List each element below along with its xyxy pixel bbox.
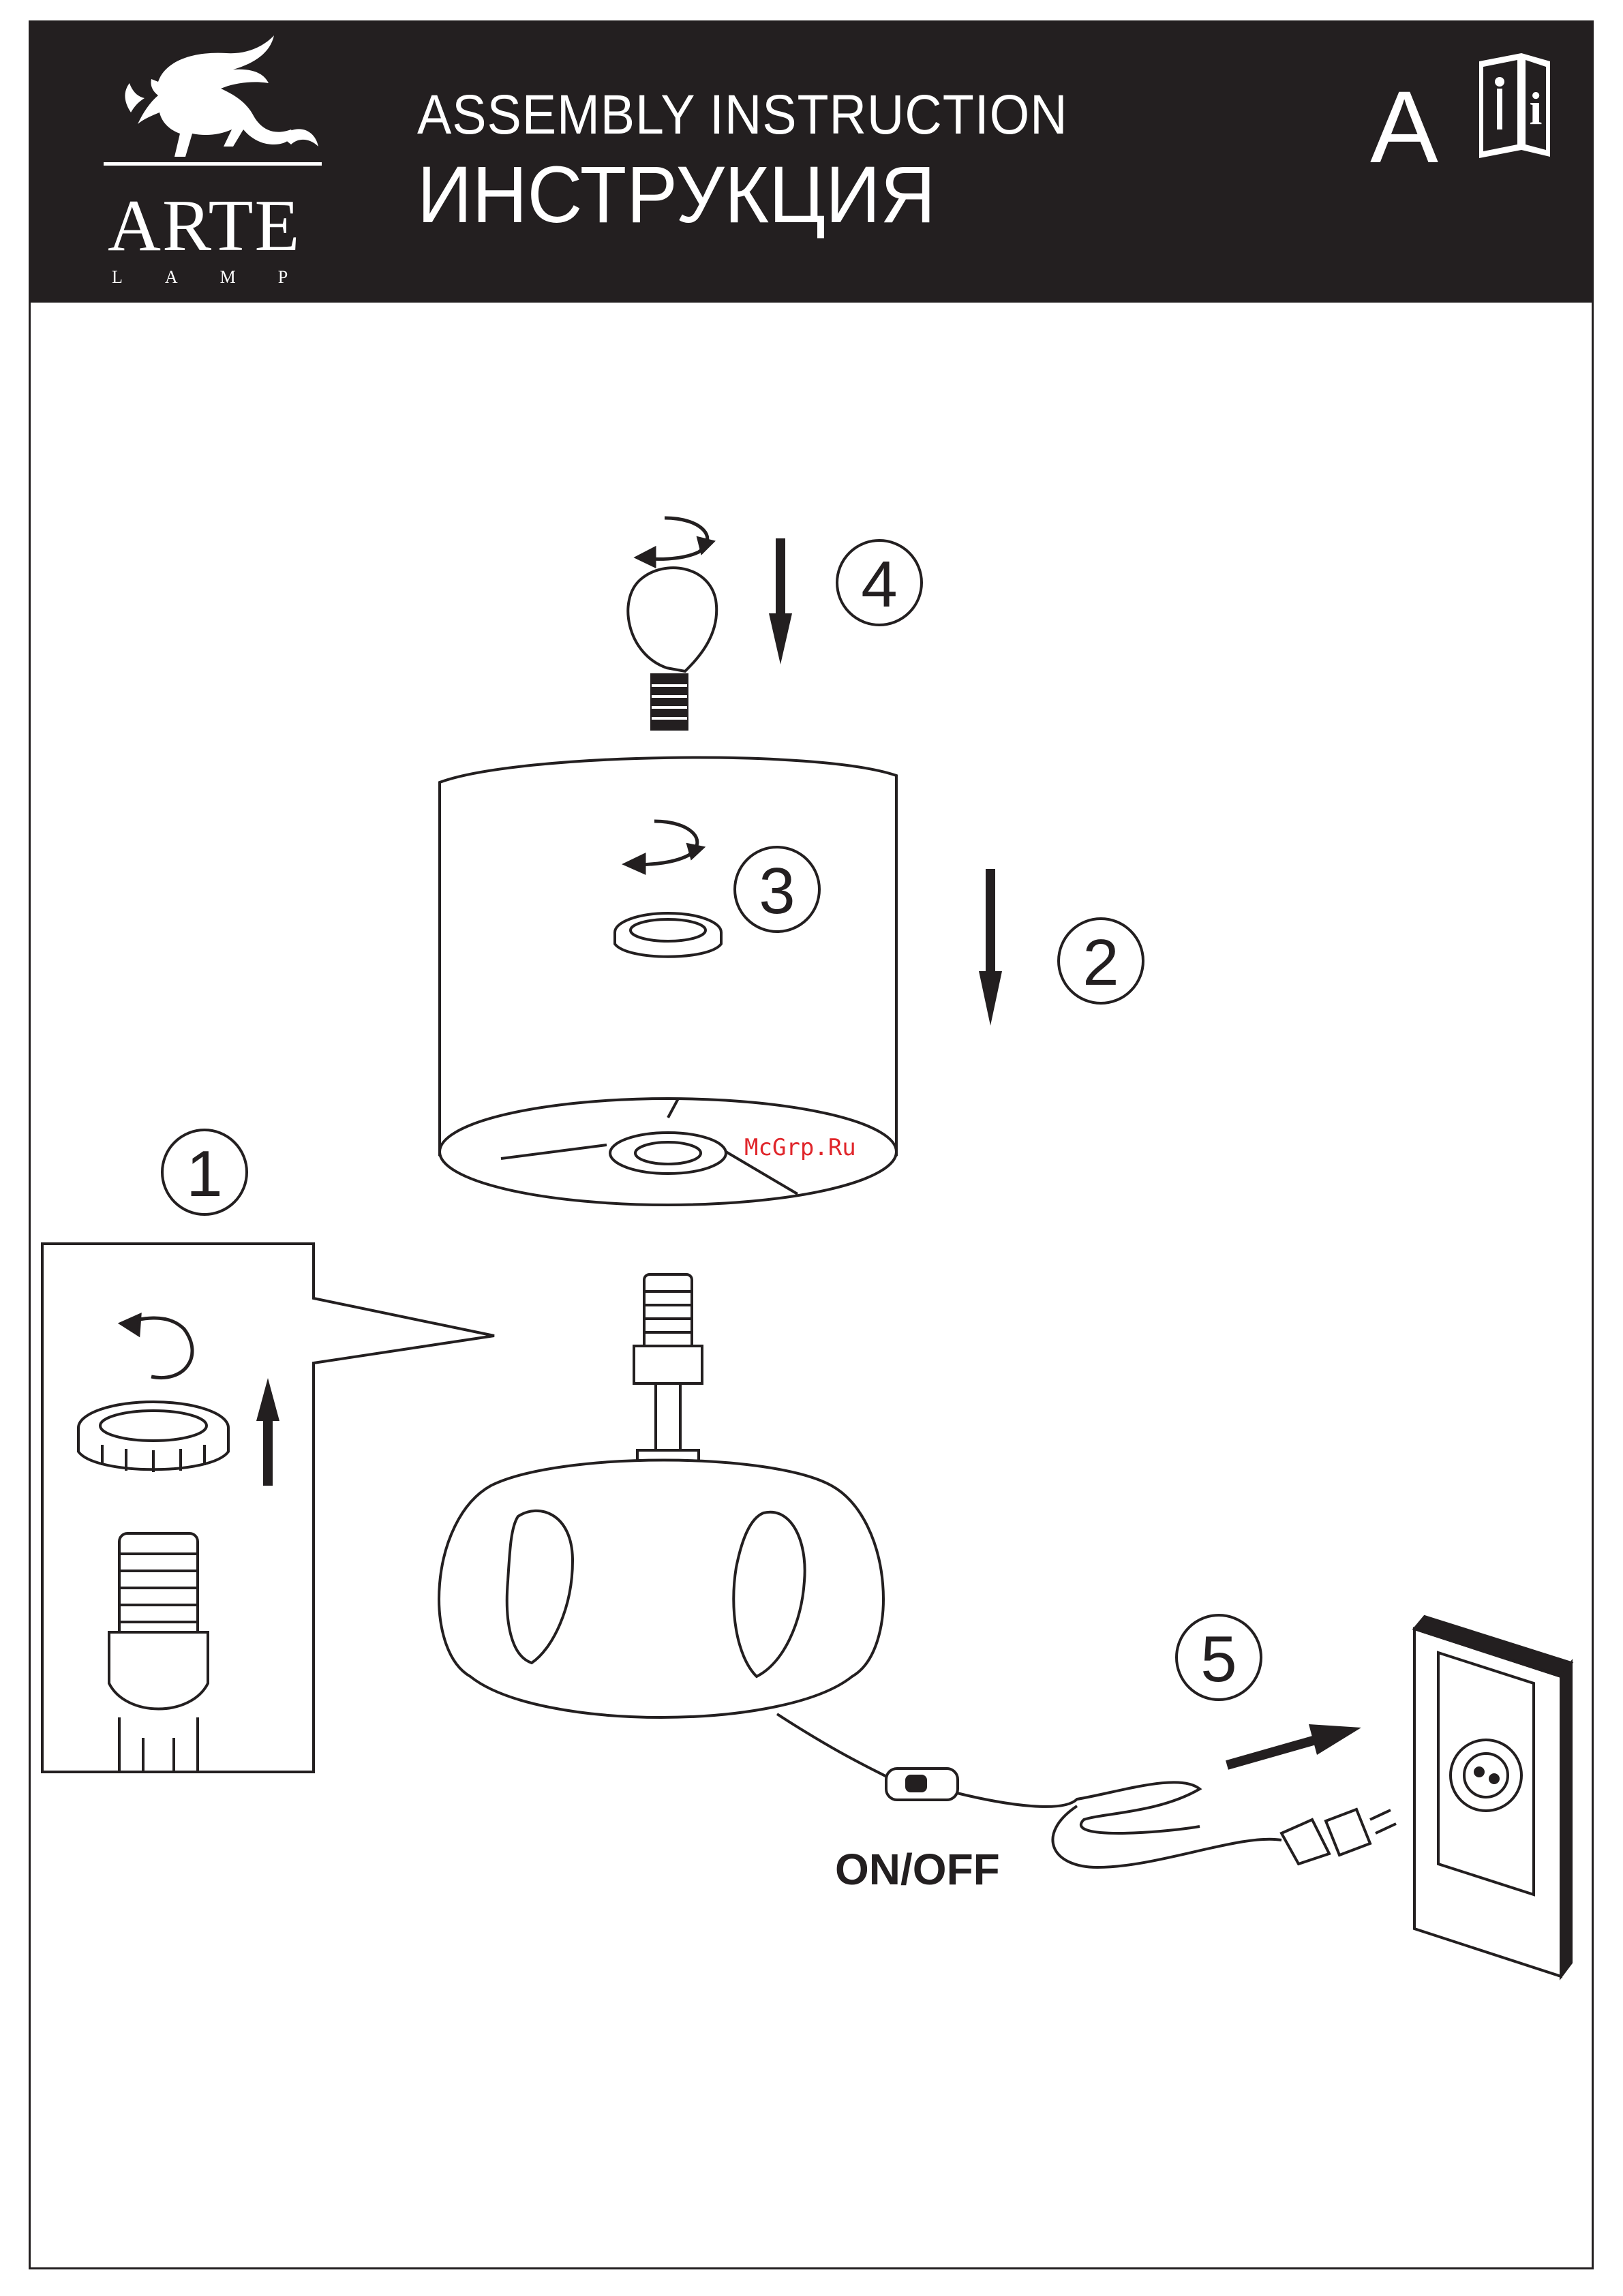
lock-ring-icon <box>78 1402 228 1472</box>
down-arrow-icon <box>769 538 792 664</box>
step-4-number: 4 <box>861 548 897 621</box>
step-2-number: 2 <box>1082 926 1119 999</box>
light-bulb-icon <box>628 568 716 729</box>
step-5-number: 5 <box>1200 1623 1237 1696</box>
plug-icon <box>1281 1809 1396 1864</box>
step-3-number: 3 <box>759 855 795 928</box>
on-off-switch <box>886 1769 958 1800</box>
lock-ring-icon <box>615 913 721 957</box>
step-1-number: 1 <box>186 1137 222 1210</box>
plug-in-arrow-icon <box>1227 1724 1361 1765</box>
rotate-arrow-icon <box>637 518 712 566</box>
on-off-label: ON/OFF <box>835 1845 1000 1894</box>
watermark: McGrp.Ru <box>744 1134 856 1161</box>
down-arrow-icon <box>979 869 1002 1026</box>
lamp-base <box>439 1274 883 1717</box>
wall-socket-icon <box>1414 1617 1571 1976</box>
detail-callout <box>42 1244 494 1772</box>
